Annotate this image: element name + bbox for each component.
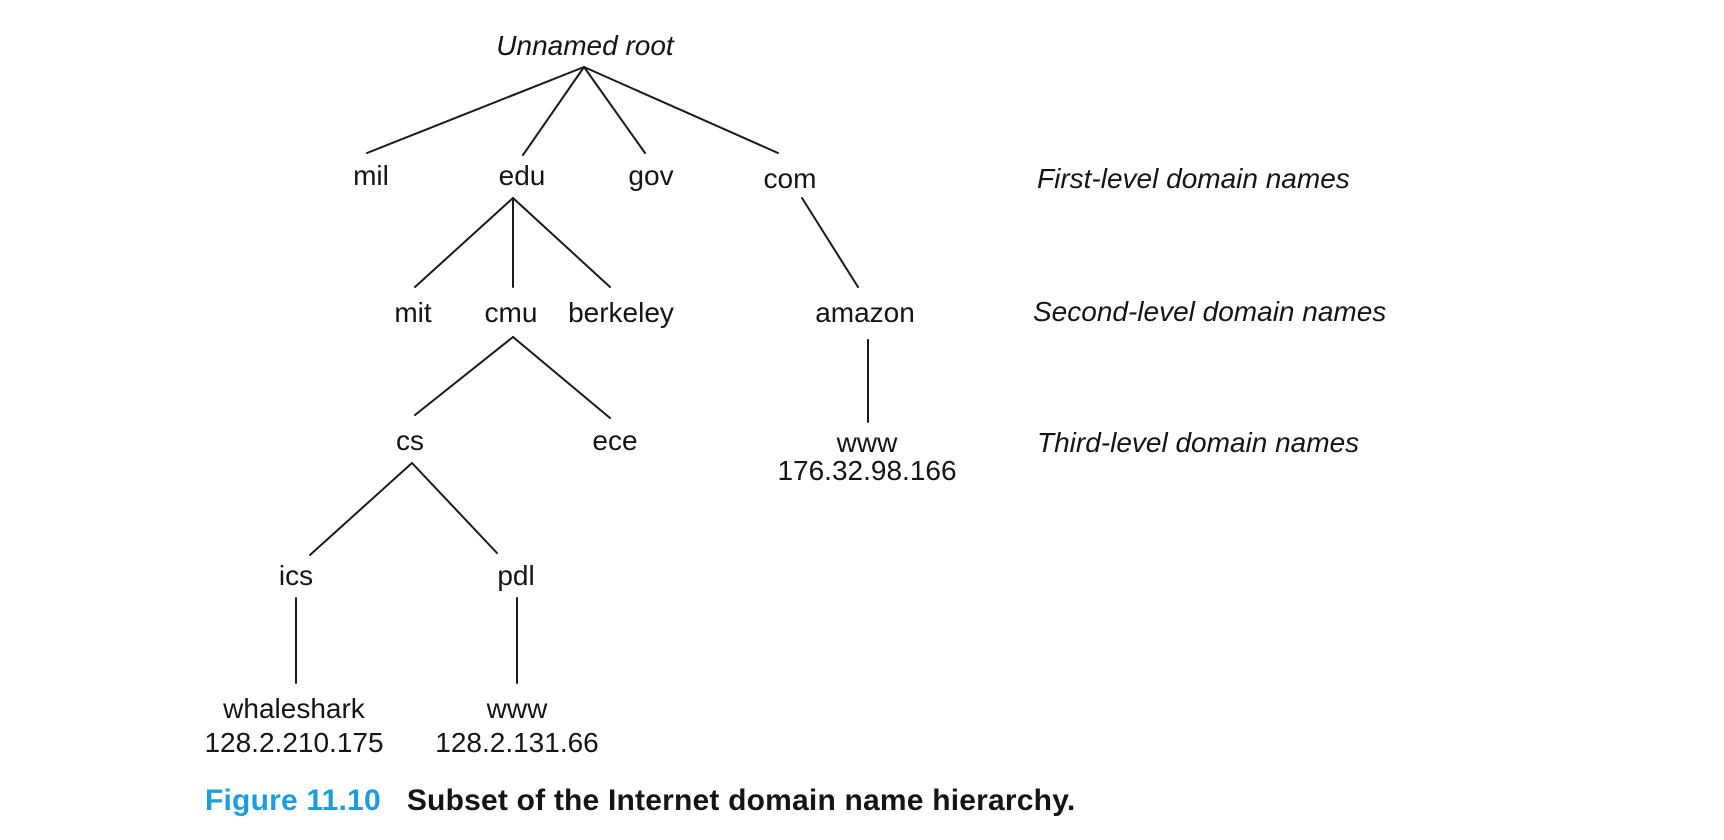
node-label-mil: mil: [353, 160, 389, 191]
node-label-berkeley: berkeley: [568, 297, 674, 328]
tree-edge-cmu-ece: [512, 336, 611, 419]
tree-edge-root-edu: [522, 66, 585, 156]
node-label-whaleshark: whaleshark: [222, 693, 366, 724]
node-label-edu: edu: [499, 160, 546, 191]
tree-edge-com-amazon: [801, 197, 859, 288]
node-label-com: com: [764, 163, 817, 194]
tree-edge-edu-mit: [414, 197, 514, 288]
level-label-first-level: First-level domain names: [1037, 163, 1350, 194]
level-label-second-level: Second-level domain names: [1033, 296, 1386, 327]
node-ip-whaleshark: 128.2.210.175: [204, 727, 383, 758]
node-label-www-pdl: www: [486, 693, 548, 724]
tree-edge-edu-berkeley: [512, 197, 611, 288]
node-ip-www-amazon: 176.32.98.166: [777, 455, 956, 486]
tree-edge-cmu-cs: [414, 336, 514, 416]
node-ip-www-pdl: 128.2.131.66: [435, 727, 599, 758]
tree-edge-root-com: [583, 66, 779, 154]
node-label-ics: ics: [279, 560, 313, 591]
node-label-unnamed-root: Unnamed root: [496, 30, 675, 61]
tree-edge-root-mil: [366, 66, 585, 154]
figure-number: Figure 11.10: [205, 784, 381, 817]
figure-caption-text: Subset of the Internet domain name hiera…: [406, 784, 1076, 817]
node-label-ece: ece: [592, 425, 637, 456]
figure-caption: Figure 11.10 Subset of the Internet domai…: [205, 784, 1075, 818]
tree-edge-cs-ics: [309, 462, 413, 556]
node-label-amazon: amazon: [815, 297, 915, 328]
node-label-cmu: cmu: [485, 297, 538, 328]
domain-hierarchy-tree: Unnamed root mil edu gov com mit cmu berkeley am…: [204, 30, 1386, 758]
level-label-third-level: Third-level domain names: [1037, 427, 1359, 458]
tree-edge-root-gov: [583, 66, 646, 154]
node-label-www-amazon: www: [836, 427, 898, 458]
tree-edge-cs-pdl: [411, 462, 498, 554]
node-label-cs: cs: [396, 425, 424, 456]
node-label-gov: gov: [628, 160, 673, 191]
node-label-pdl: pdl: [497, 560, 534, 591]
node-label-mit: mit: [394, 297, 432, 328]
